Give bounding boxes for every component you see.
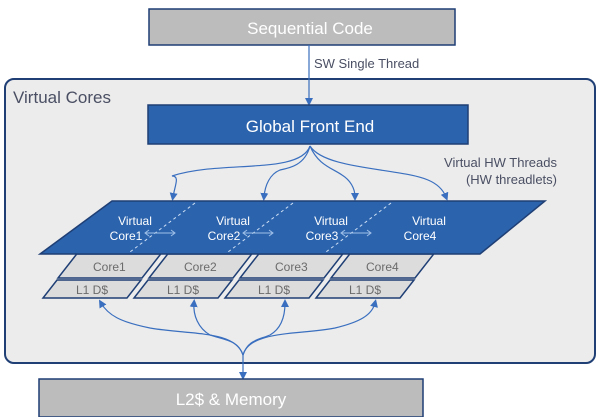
front-end-arrows: [169, 145, 449, 201]
memory-box: L2$ & Memory: [38, 378, 424, 417]
virtual-core-label-line1: Virtual: [216, 214, 250, 228]
fe-arrow-2: [260, 145, 311, 201]
virtual-cores-title: Virtual Cores: [13, 88, 111, 107]
mem-arrow-2: [189, 299, 244, 356]
virtual-core-plane: [37, 200, 548, 255]
virtual-core-label-line1: Virtual: [118, 214, 152, 228]
global-front-end-label: Global Front End: [246, 117, 375, 136]
virtual-core-divider: [129, 202, 196, 253]
virtual-core-label-line2: Core2: [208, 229, 241, 243]
mem-arrow-4: [242, 299, 378, 356]
core-layer: Core1 Core2 Core3 Core4: [56, 253, 436, 279]
l1-cache-4: [314, 279, 416, 299]
bidirectional-arrow-icon: [242, 229, 274, 237]
virtual-core-label-line2: Core3: [306, 229, 339, 243]
virtual-core-label-line1: Virtual: [314, 214, 348, 228]
core-label: Core4: [366, 260, 399, 274]
l1-cache-1: [41, 279, 143, 299]
sw-single-thread-label: SW Single Thread: [314, 56, 419, 71]
sequential-code-label: Sequential Code: [247, 19, 373, 38]
virtual-core-label-line2: Core4: [404, 229, 437, 243]
sequential-code-box: Sequential Code: [148, 8, 456, 46]
bidirectional-arrow-icon: [144, 229, 176, 237]
l1-cache-layer: L1 D$ L1 D$ L1 D$ L1 D$: [41, 279, 416, 299]
memory-arrows: [98, 299, 378, 380]
memory-label: L2$ & Memory: [176, 390, 287, 409]
core-label: Core2: [184, 260, 217, 274]
core-label: Core3: [275, 260, 308, 274]
fe-arrow-1: [169, 145, 311, 201]
l1-cache-3: [223, 279, 325, 299]
l1-cache-label: L1 D$: [258, 283, 290, 297]
bidirectional-arrow-icon: [340, 229, 372, 237]
virtual-core-divider: [325, 202, 392, 253]
virtual-core-label-line1: Virtual: [412, 214, 446, 228]
virtual-hw-threads-label: Virtual HW Threads: [444, 155, 557, 170]
core-label: Core1: [93, 260, 126, 274]
l1-cache-label: L1 D$: [349, 283, 381, 297]
virtual-core-divider: [227, 202, 294, 253]
virtual-core-layer: VirtualCore1VirtualCore2VirtualCore3Virt…: [37, 200, 548, 255]
l1-cache-2: [132, 279, 234, 299]
l1-cache-label: L1 D$: [76, 283, 108, 297]
global-front-end-box: Global Front End: [147, 104, 469, 145]
fe-arrow-4: [309, 145, 449, 201]
hw-threadlets-label: (HW threadlets): [466, 172, 557, 187]
fe-arrow-3: [309, 145, 359, 201]
virtual-core-label-line2: Core1: [110, 229, 143, 243]
l1-cache-label: L1 D$: [167, 283, 199, 297]
